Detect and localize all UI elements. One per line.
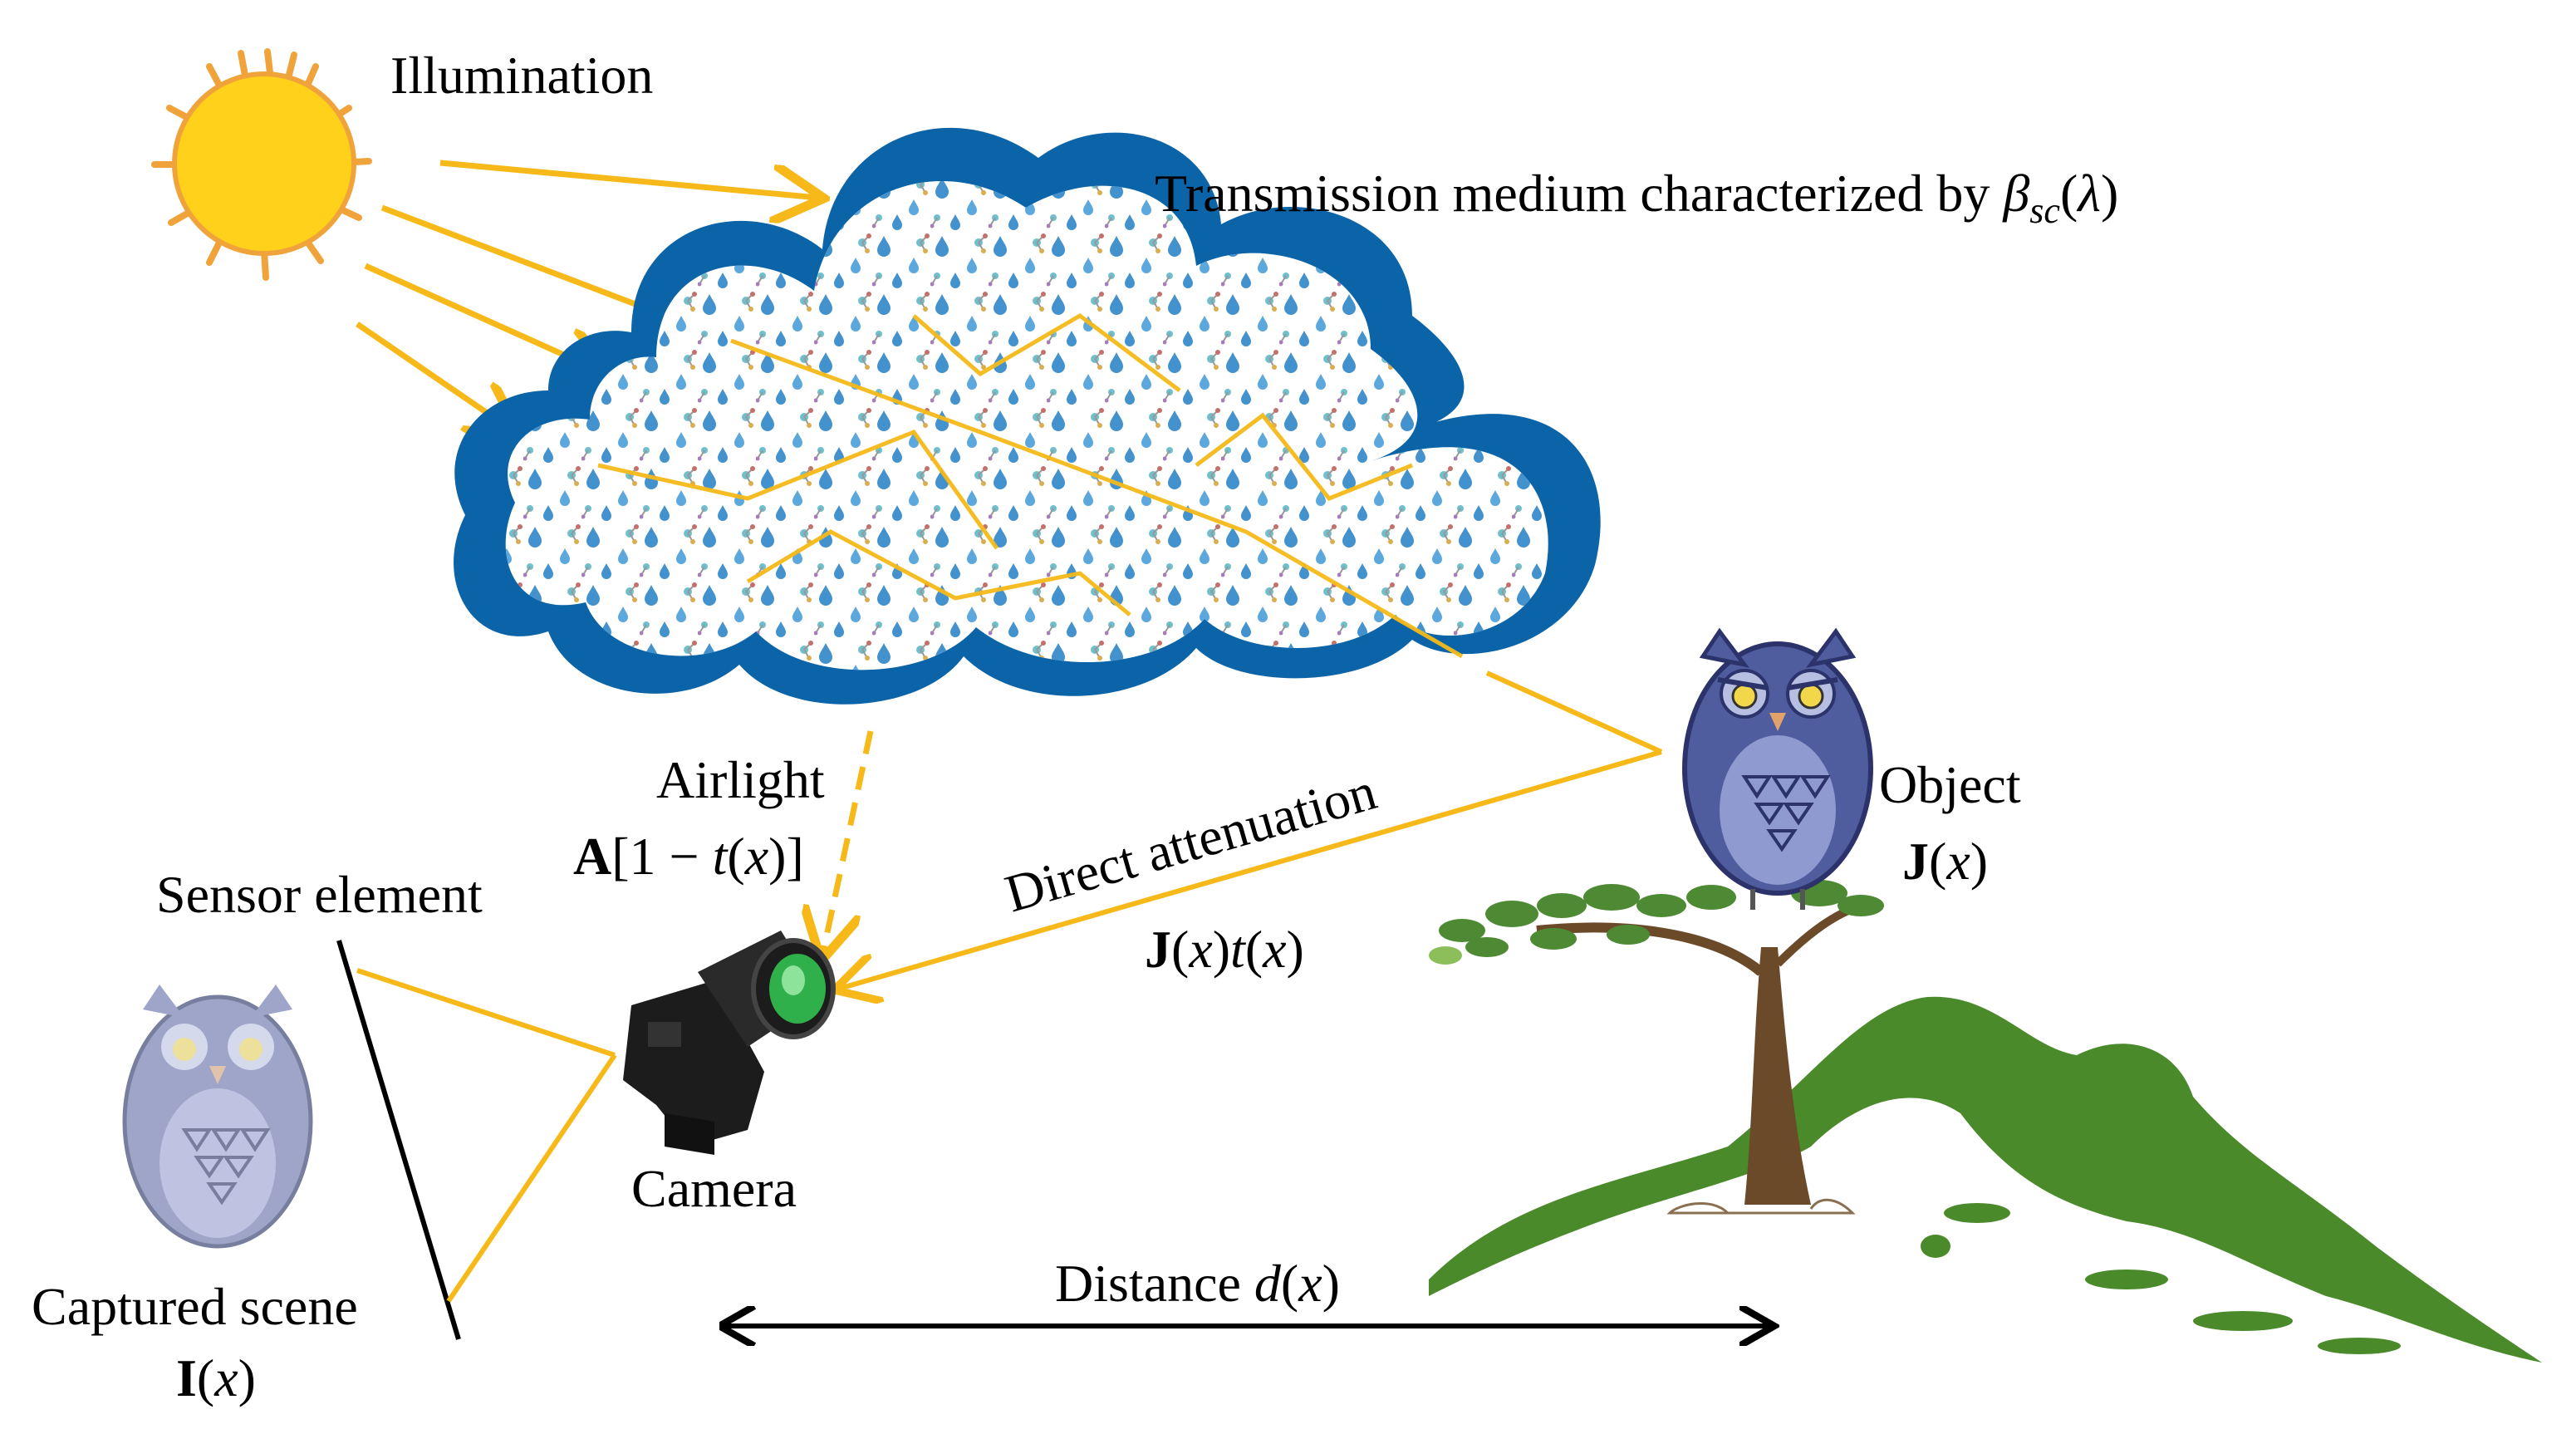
cloud-icon [454, 127, 1601, 705]
tree-icon [1429, 880, 1884, 1215]
captured-formula: I(x) [176, 1348, 256, 1407]
hill-icon [1429, 996, 2542, 1363]
sensor-rays [356, 968, 617, 1303]
noisy-owl-icon [122, 985, 313, 1249]
camera-label: Camera [631, 1159, 797, 1218]
owl-icon [1682, 627, 1873, 910]
airlight-label: Airlight [656, 750, 825, 809]
illumination-label: Illumination [390, 46, 653, 105]
camera-icon [623, 931, 836, 1155]
sensor-label: Sensor element [156, 865, 483, 924]
airlight-arrow [822, 730, 874, 955]
hill-spots [1921, 1203, 2401, 1354]
sensor-element [336, 940, 461, 1340]
airlight-formula: A[1 − t(x)] [573, 827, 804, 886]
direct-attenuation-formula: J(x)t(x) [1145, 920, 1304, 979]
object-formula: J(x) [1902, 832, 1988, 891]
direct-attenuation-label: Direct attenuation [999, 761, 1382, 923]
object-rays [839, 670, 1663, 989]
captured-label: Captured scene [32, 1277, 358, 1336]
sun-icon [151, 48, 372, 281]
distance-label: Distance d(x) [1055, 1254, 1340, 1313]
medium-label: Transmission medium characterized by βsc… [1155, 164, 2118, 231]
object-label: Object [1879, 755, 2021, 814]
